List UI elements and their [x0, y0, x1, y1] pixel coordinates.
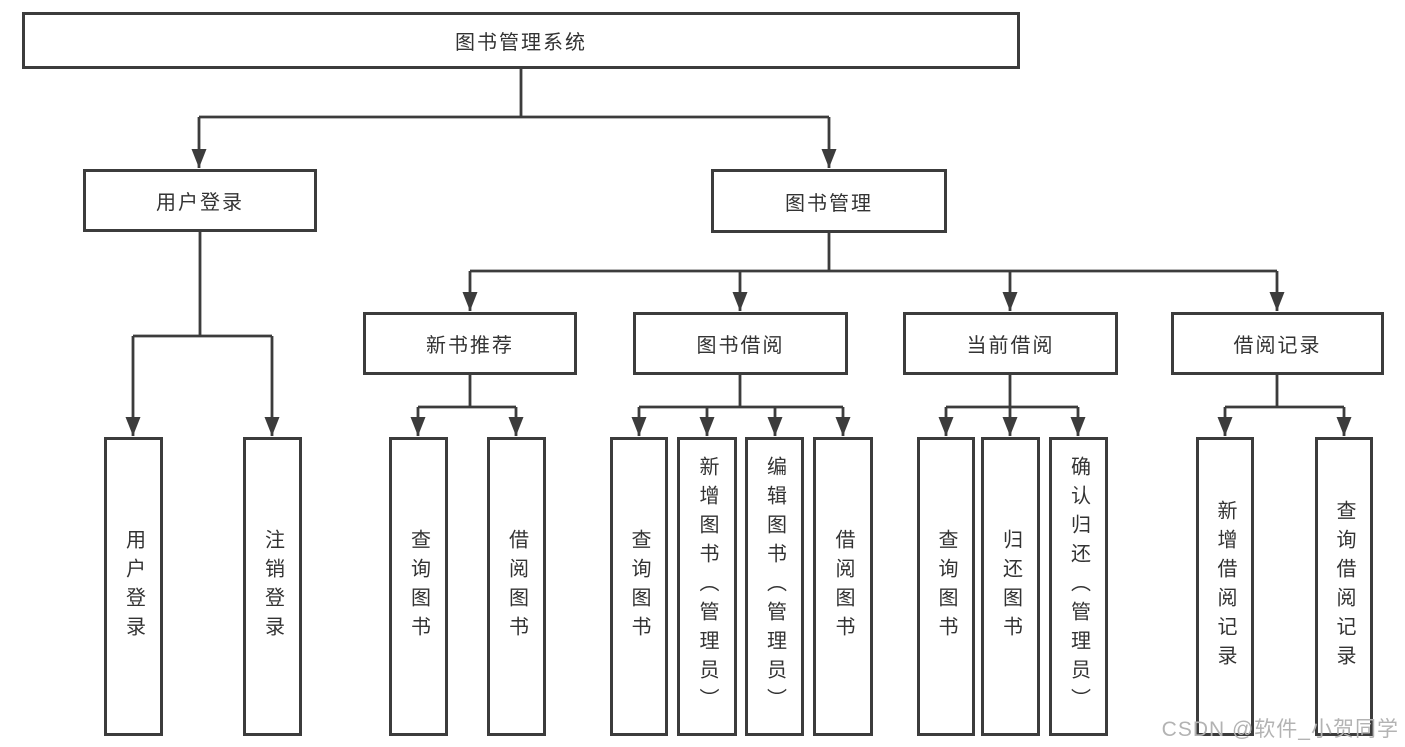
leaf-query-borrow-record: 查询借阅记录 [1315, 437, 1373, 736]
leaf-add-book-admin-label: 新增图书（管理员） [696, 456, 718, 717]
leaf-confirm-return-admin: 确认归还（管理员） [1049, 437, 1108, 736]
leaf-return-book: 归还图书 [981, 437, 1040, 736]
leaf-add-book-admin: 新增图书（管理员） [677, 437, 737, 736]
leaf-user-login-label: 用户登录 [122, 528, 145, 645]
leaf-return-book-label: 归还图书 [999, 528, 1022, 645]
leaf-edit-book-admin: 编辑图书（管理员） [745, 437, 804, 736]
node-borrow-record: 借阅记录 [1171, 312, 1384, 375]
leaf-borrow-book: 借阅图书 [813, 437, 873, 736]
leaf-borrow-book-label: 借阅图书 [832, 528, 854, 645]
node-book-management-label: 图书管理 [785, 192, 873, 215]
node-current-borrow: 当前借阅 [903, 312, 1118, 375]
node-user-login-label: 用户登录 [156, 192, 244, 214]
node-root: 图书管理系统 [22, 12, 1020, 69]
node-root-label: 图书管理系统 [455, 32, 587, 54]
leaf-query-borrow-record-label: 查询借阅记录 [1333, 499, 1355, 674]
leaf-borrow-book-recommend: 借阅图书 [487, 437, 546, 736]
node-book-borrow-label: 图书借阅 [696, 335, 785, 357]
node-borrow-record-label: 借阅记录 [1233, 335, 1322, 357]
leaf-query-book-borrow: 查询图书 [610, 437, 668, 736]
leaf-query-book-recommend: 查询图书 [389, 437, 448, 736]
leaf-logout-label: 注销登录 [261, 528, 284, 645]
node-new-book-recommend: 新书推荐 [363, 312, 577, 375]
node-book-borrow: 图书借阅 [633, 312, 848, 375]
csdn-watermark: CSDN @软件_小贺同学 [1161, 718, 1399, 741]
leaf-edit-book-admin-label: 编辑图书（管理员） [763, 456, 786, 717]
leaf-add-borrow-record-label: 新增借阅记录 [1214, 499, 1236, 674]
node-new-book-recommend-label: 新书推荐 [426, 335, 514, 357]
leaf-user-login: 用户登录 [104, 437, 163, 736]
leaf-query-book-recommend-label: 查询图书 [407, 528, 430, 645]
leaf-query-book-borrow-label: 查询图书 [628, 528, 650, 645]
leaf-query-book-current: 查询图书 [917, 437, 975, 736]
leaf-confirm-return-admin-label: 确认归还（管理员） [1067, 456, 1090, 717]
leaf-logout: 注销登录 [243, 437, 302, 736]
leaf-add-borrow-record: 新增借阅记录 [1196, 437, 1254, 736]
leaf-query-book-current-label: 查询图书 [935, 528, 957, 645]
leaf-borrow-book-recommend-label: 借阅图书 [505, 528, 528, 645]
node-current-borrow-label: 当前借阅 [966, 335, 1055, 357]
node-book-management: 图书管理 [711, 169, 947, 233]
node-user-login: 用户登录 [83, 169, 317, 232]
